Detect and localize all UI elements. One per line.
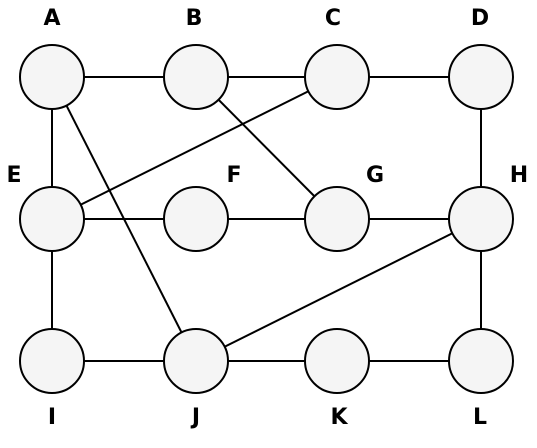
labels-layer: A B C D E F G H I J K L	[6, 6, 528, 430]
node-d	[448, 44, 514, 110]
edge-c-e	[51, 76, 338, 220]
nodes-layer	[19, 44, 514, 394]
edges-layer	[51, 76, 482, 362]
node-e	[19, 186, 85, 252]
edge-h-j	[195, 218, 482, 362]
node-b	[163, 44, 229, 110]
node-l	[448, 328, 514, 394]
node-i	[19, 328, 85, 394]
node-label-h: H	[510, 163, 528, 188]
node-a	[19, 44, 85, 110]
edge-b-g	[195, 76, 338, 220]
node-label-b: B	[186, 6, 203, 31]
node-label-e: E	[6, 163, 21, 188]
node-j	[163, 328, 229, 394]
node-label-c: C	[325, 6, 341, 31]
node-k	[304, 328, 370, 394]
node-label-j: J	[190, 405, 200, 430]
node-label-f: F	[226, 163, 241, 188]
node-c	[304, 44, 370, 110]
node-label-g: G	[366, 163, 384, 188]
node-label-a: A	[43, 6, 60, 31]
node-g	[304, 186, 370, 252]
node-label-k: K	[330, 405, 348, 430]
node-f	[163, 186, 229, 252]
node-label-d: D	[471, 6, 489, 31]
node-label-l: L	[473, 405, 487, 430]
node-label-i: I	[48, 405, 56, 430]
node-h	[448, 186, 514, 252]
